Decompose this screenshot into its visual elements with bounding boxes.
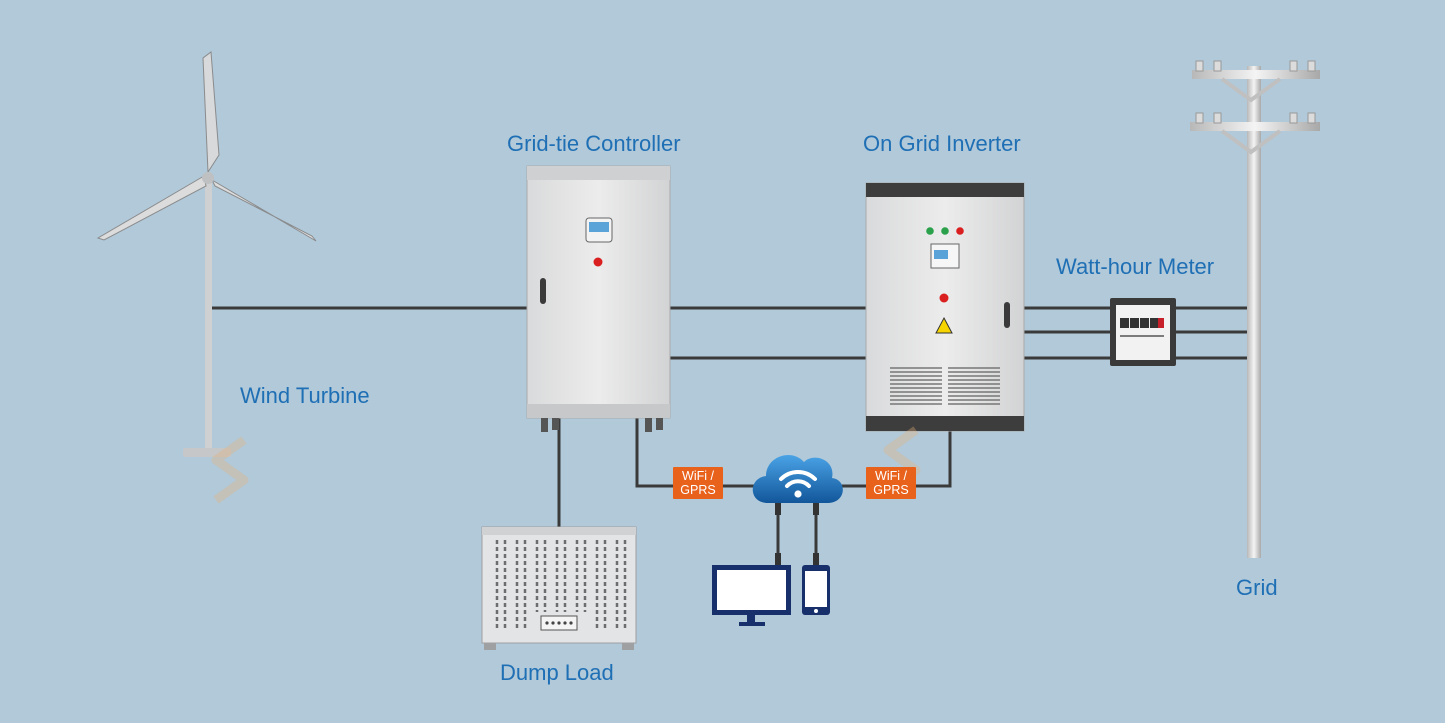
watt-hour-meter-label: Watt-hour Meter xyxy=(1056,254,1215,279)
dump-load-label: Dump Load xyxy=(500,660,614,685)
wind-turbine-label: Wind Turbine xyxy=(240,383,370,408)
power-wires xyxy=(208,306,1248,565)
utility-pole-icon xyxy=(1190,60,1320,558)
monitor-icon xyxy=(712,553,791,626)
controller-cabinet xyxy=(526,165,671,432)
on-grid-inverter-label: On Grid Inverter xyxy=(863,131,1021,156)
inverter-cabinet xyxy=(865,182,1025,432)
phone-icon xyxy=(802,553,830,615)
grid-tie-controller-label: Grid-tie Controller xyxy=(507,131,681,156)
wifi-cloud-icon xyxy=(752,454,843,515)
wifi-gprs-tag-right: WiFi / GPRS xyxy=(866,467,916,499)
watt-hour-meter-icon xyxy=(1110,298,1176,366)
wifi-gprs-tag-left: WiFi / GPRS xyxy=(673,467,723,499)
grid-label: Grid xyxy=(1236,575,1278,600)
wind-turbine-icon xyxy=(96,51,317,457)
dump-load-icon xyxy=(481,526,637,650)
